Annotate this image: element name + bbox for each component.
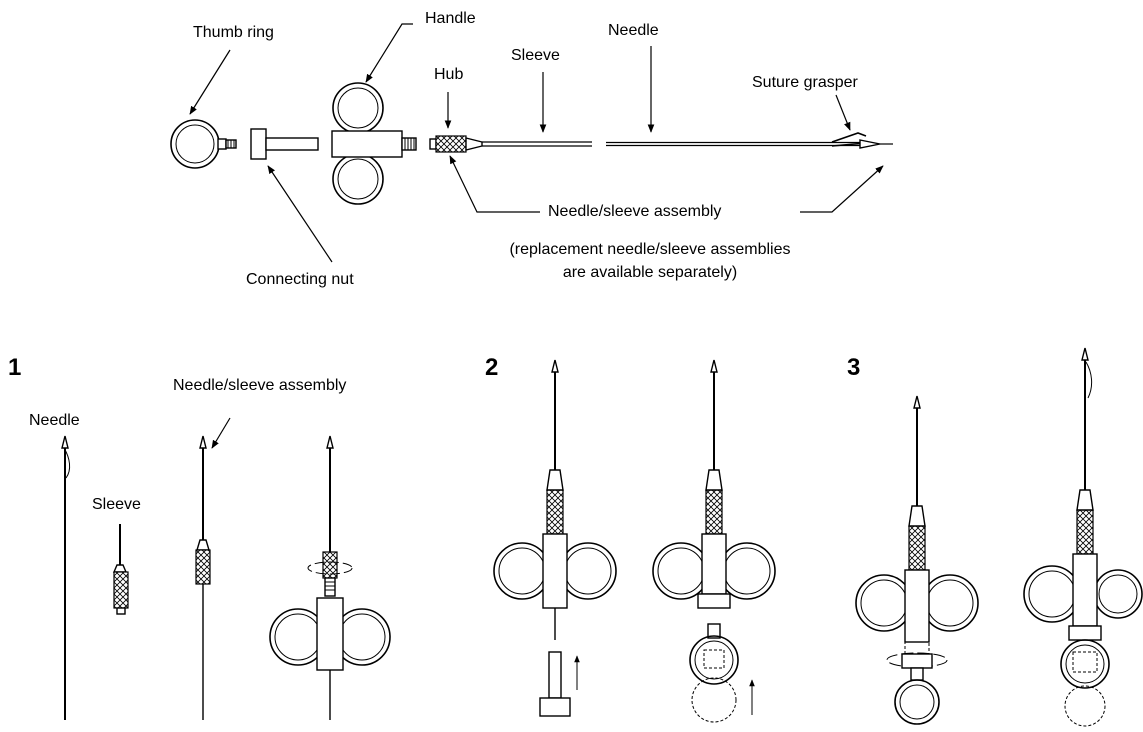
label-handle: Handle — [425, 10, 476, 27]
label-thumb-ring: Thumb ring — [193, 24, 274, 41]
label-sleeve: Sleeve — [511, 47, 560, 64]
step-1-illustration — [61, 417, 391, 720]
step-2-illustration — [493, 359, 776, 723]
label-suture-grasper: Suture grasper — [752, 74, 858, 91]
step-number-1: 1 — [8, 354, 22, 381]
needle-sleeve-assembly — [429, 132, 893, 153]
label-needle: Needle — [608, 22, 659, 39]
label-hub: Hub — [434, 66, 464, 83]
callout-arrows — [189, 23, 884, 263]
step1-label-sleeve: Sleeve — [92, 496, 141, 513]
exploded-view — [170, 23, 893, 263]
handle — [331, 82, 417, 205]
step-number-2: 2 — [485, 354, 499, 381]
thumb-ring — [170, 119, 237, 169]
step-number-3: 3 — [847, 354, 861, 381]
step1-label-needle: Needle — [29, 412, 80, 429]
connecting-nut — [250, 128, 319, 160]
step-3-illustration — [855, 347, 1143, 727]
label-needle-sleeve-assembly: Needle/sleeve assembly — [548, 203, 722, 220]
label-connecting-nut: Connecting nut — [246, 271, 354, 288]
label-replacement-note-line1: (replacement needle/sleeve assemblies — [509, 241, 791, 258]
label-replacement-note-line2: are available separately) — [562, 264, 738, 281]
step1-label-assembly: Needle/sleeve assembly — [173, 377, 347, 394]
